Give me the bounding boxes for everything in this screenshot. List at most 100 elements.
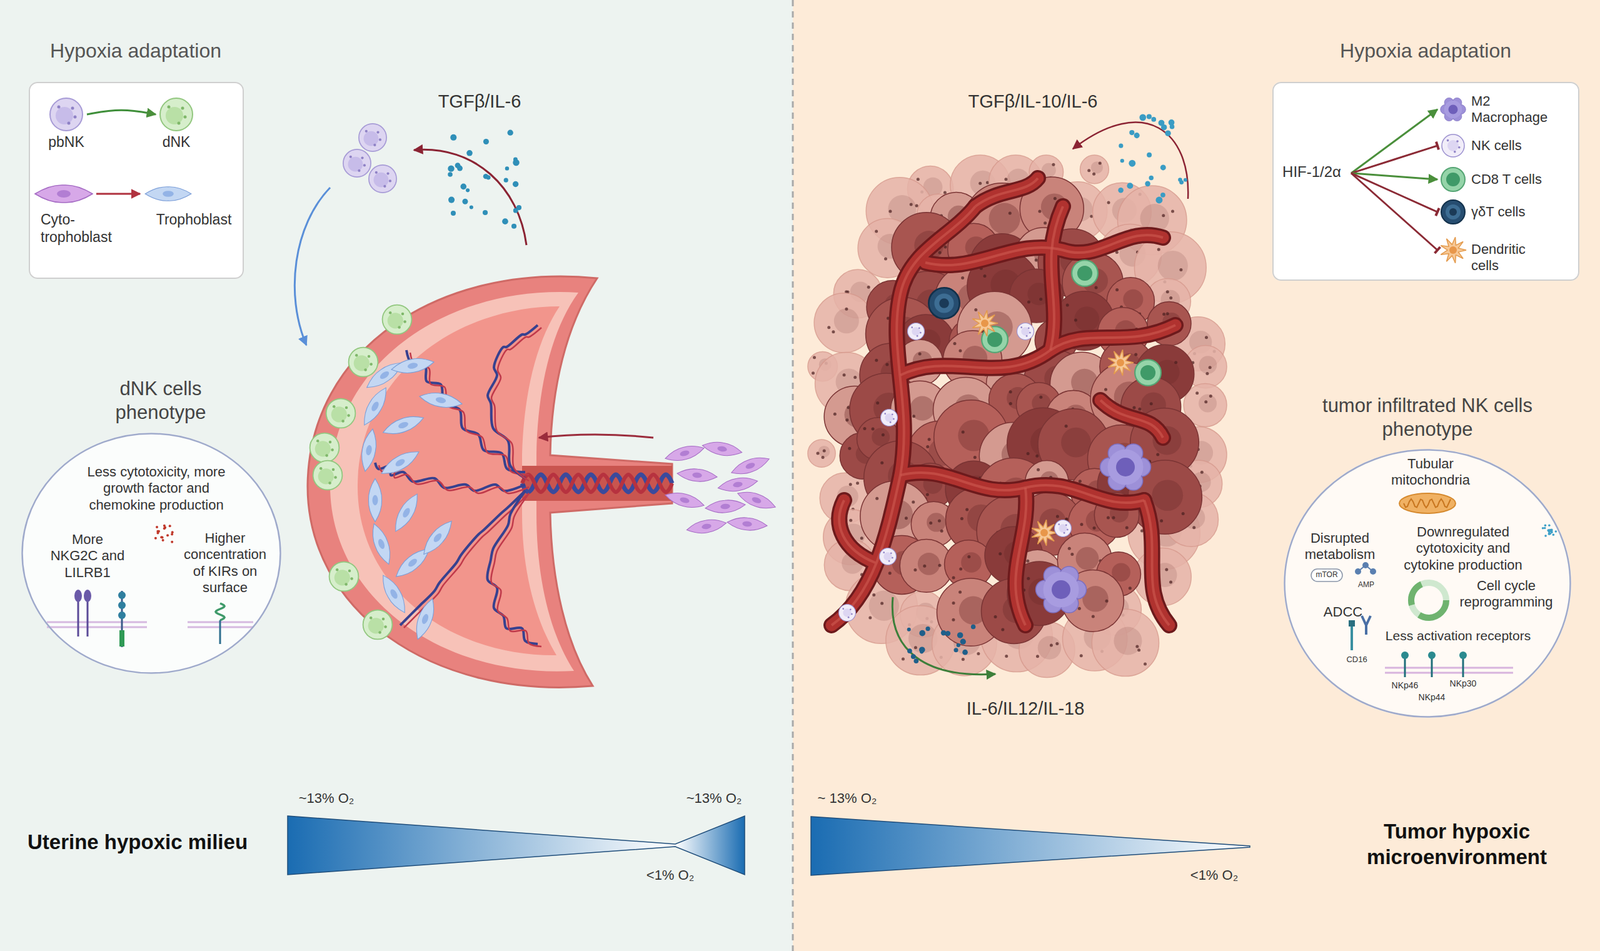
- tumor-illustration: [1128, 160, 1136, 167]
- tumor-cell: [847, 447, 851, 451]
- nksmall-cell: [892, 418, 895, 421]
- phenotype-icons: [1403, 498, 1451, 508]
- dnk-cell: [333, 475, 338, 479]
- background: [0, 0, 793, 951]
- tumor-cell: [1092, 526, 1097, 530]
- tumor-cell: [1061, 427, 1092, 458]
- cell-node: Cyto- trophoblast: [34, 183, 94, 204]
- nksmall-cell: [883, 552, 893, 561]
- tumor-cell: [1137, 407, 1142, 411]
- dc-cell: [1107, 349, 1134, 376]
- troph-cell: [162, 190, 174, 197]
- tumor-cell: [871, 427, 875, 431]
- nk-cell: [378, 138, 382, 141]
- dnk-cell: [160, 98, 193, 131]
- troph-cell: [432, 532, 444, 544]
- tumor-cell: [1115, 288, 1119, 292]
- tumor-illustration: [1160, 192, 1166, 198]
- nksmall-cell: [1441, 134, 1465, 157]
- tumor-cell: [1079, 522, 1083, 526]
- cd8-cell: [1071, 260, 1098, 287]
- factor-node: HIF-1/2α: [1275, 161, 1349, 186]
- text-slot: Hypoxia adaptation: [1294, 38, 1557, 63]
- dnk-cell: [313, 460, 343, 491]
- tumor-cell: [1053, 196, 1057, 201]
- phenotype-icons: [1354, 568, 1362, 575]
- dc-cell: [1107, 349, 1134, 376]
- tumor-cell: [834, 308, 860, 334]
- tumor-illustration: [1164, 130, 1171, 136]
- node-text: ADCC: [1318, 603, 1369, 621]
- dnk-cell: [348, 569, 352, 573]
- tumor-cell: [1009, 390, 1013, 394]
- connector-arrow: [1351, 173, 1438, 251]
- node-text: Disrupted metabolism: [1298, 530, 1383, 564]
- dnk-cell: [347, 413, 351, 418]
- node-text: γδT cells: [1471, 203, 1572, 221]
- text-slot: mTOR: [1311, 570, 1343, 580]
- blood-vessel: [1050, 206, 1063, 351]
- tumor-illustration: [907, 648, 913, 654]
- cyto-cell: [676, 467, 718, 483]
- panel-fill: [1283, 448, 1572, 718]
- nk-cell: [71, 106, 75, 111]
- tumor-cell: [842, 373, 846, 377]
- blood-vessel: [900, 325, 1176, 376]
- tumor-cell: [1074, 306, 1100, 332]
- tumor-cell: [1091, 161, 1103, 174]
- section-title: Uterine hypoxic milieu: [6, 829, 269, 855]
- cd8-cell: [987, 332, 1003, 348]
- nksmall-cell: [1054, 520, 1072, 538]
- troph-cell: [390, 490, 424, 535]
- phenotype-icons: [161, 538, 165, 542]
- tumor-illustration: [1144, 181, 1151, 187]
- circle-heading: tumor infiltrated NK cells phenotype: [1283, 393, 1572, 442]
- cyto-cell: [35, 185, 93, 203]
- troph-cell: [358, 427, 380, 473]
- tumor-cell: [1036, 654, 1040, 658]
- tumor-illustration: [1158, 120, 1165, 127]
- uterus-illustration: [462, 198, 468, 205]
- troph-cell: [370, 400, 381, 413]
- tumor-illustration: [925, 626, 930, 631]
- cell-node: M2 Macrophage: [1440, 96, 1466, 122]
- blood-vessel: [900, 472, 1145, 503]
- nk-cell: [368, 165, 397, 193]
- cyto-cell: [663, 488, 706, 512]
- cd8-cell: [1134, 359, 1162, 386]
- nksmall-cell: [880, 409, 898, 427]
- tumor-cell: [938, 251, 942, 255]
- troph-cell: [388, 588, 399, 601]
- tumor-cell: [807, 439, 836, 468]
- panel-fill: [28, 81, 244, 279]
- tumor-cell: [860, 536, 864, 540]
- tumor-cell: [868, 616, 872, 620]
- phenotype-icons: [1348, 620, 1355, 627]
- dnk-cell: [328, 481, 332, 485]
- phenotype-circle: tumor infiltrated NK cells phenotypeTubu…: [1283, 448, 1572, 718]
- nk-cell: [358, 123, 387, 152]
- blood-vessel: [975, 178, 1038, 207]
- nk-cell: [50, 98, 83, 131]
- tumor-cell: [1080, 155, 1110, 184]
- m2-cell: [1107, 449, 1144, 486]
- tumor-cell: [1107, 200, 1111, 204]
- tumor-cell: [811, 371, 815, 375]
- blood-vessel: [1050, 206, 1063, 351]
- dnk-cell: [348, 347, 379, 378]
- text-slot: dNK: [148, 133, 205, 152]
- tumor-cell: [1111, 515, 1115, 519]
- nksmall-cell: [884, 412, 886, 415]
- tumor-cell: [1098, 161, 1102, 165]
- blood-vessel: [975, 178, 1038, 207]
- gd-cell: [928, 287, 960, 319]
- circle-heading: dNK cells phenotype: [91, 377, 230, 425]
- phenotype-icons: [170, 532, 174, 536]
- nk-cell: [383, 185, 386, 188]
- cyto-cell: [692, 472, 703, 479]
- blood-vessel: [831, 178, 1176, 626]
- phenotype-circle: dNK cells phenotypeLess cytotoxicity, mo…: [21, 432, 282, 675]
- phenotype-icons: [170, 540, 174, 544]
- phenotype-icons: [168, 524, 172, 528]
